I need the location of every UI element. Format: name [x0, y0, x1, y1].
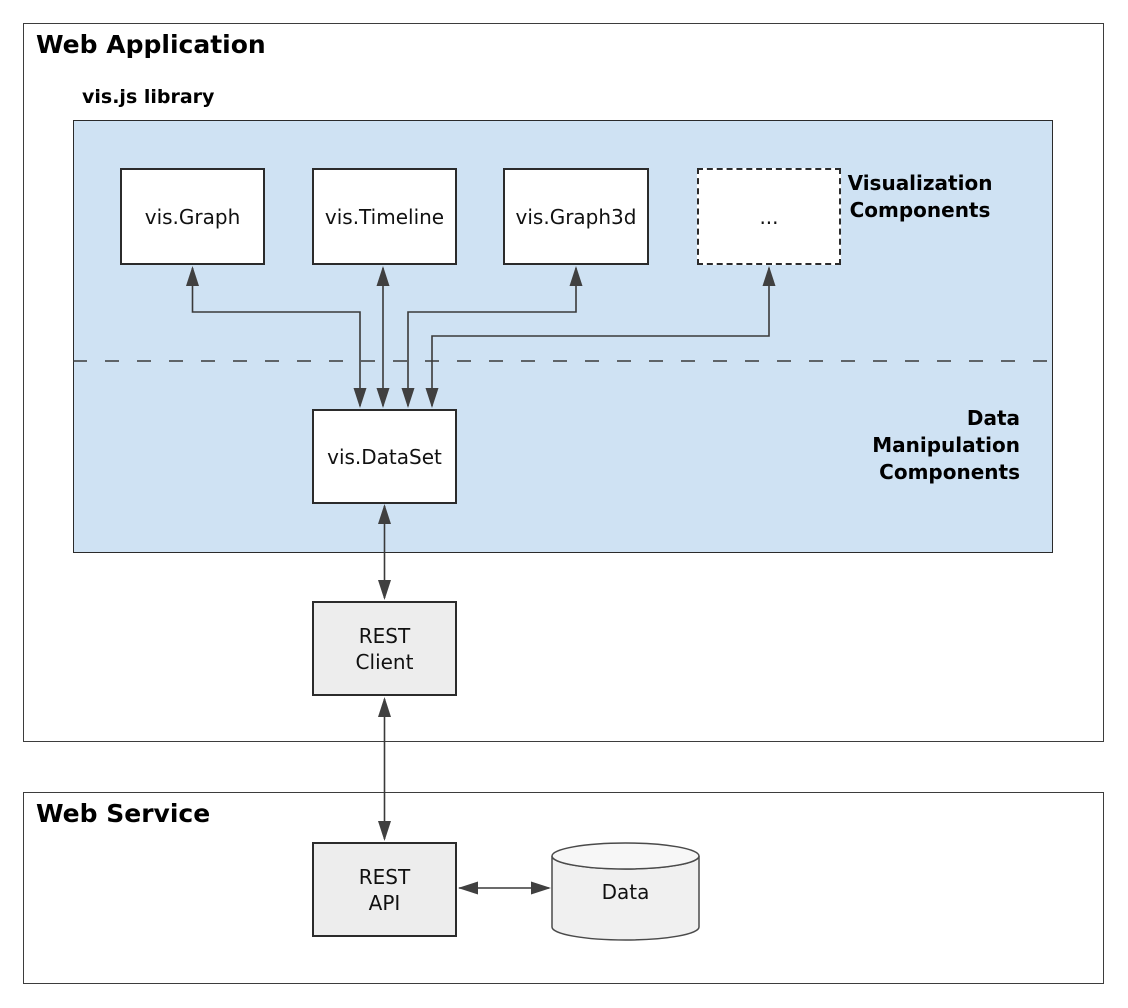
arrowhead-icon	[425, 388, 439, 408]
node-vis-graph3d: vis.Graph3d	[503, 168, 649, 265]
visualization-components-label: Visualization Components	[847, 171, 993, 222]
node-label: ...	[759, 204, 779, 229]
node-rest-client: REST Client	[312, 601, 457, 696]
arrowheads-group	[186, 266, 776, 895]
node-label: REST Client	[355, 623, 414, 674]
data-store-label: Data	[552, 843, 699, 940]
node-vis-graph: vis.Graph	[120, 168, 265, 265]
node-rest-api: REST API	[312, 842, 457, 937]
node-label: REST API	[358, 864, 411, 915]
web-service-container	[23, 792, 1104, 984]
connector-graph-to-dataset	[191, 268, 361, 406]
data-store-cylinder	[551, 842, 700, 941]
arrowhead-icon	[458, 881, 478, 895]
arrowhead-icon	[378, 580, 391, 600]
arrowhead-icon	[376, 388, 390, 408]
arrowhead-icon	[378, 697, 391, 717]
arrowhead-icon	[353, 388, 367, 408]
node-vis-dataset: vis.DataSet	[312, 409, 457, 504]
arrowhead-icon	[378, 504, 391, 524]
arrowhead-icon	[569, 266, 583, 286]
web-application-container	[23, 23, 1104, 742]
node-label: vis.Graph3d	[515, 204, 637, 229]
arrowhead-icon	[401, 388, 415, 408]
arrowhead-icon	[376, 266, 390, 286]
node-label: vis.DataSet	[327, 444, 442, 469]
connector-more-to-dataset	[431, 268, 770, 406]
arrowhead-icon	[762, 266, 776, 286]
data-manipulation-components-label: Data Manipulation Components	[872, 406, 1020, 484]
web-application-title: Web Application	[36, 30, 266, 59]
node-label: vis.Graph	[144, 204, 241, 229]
node-vis-timeline: vis.Timeline	[312, 168, 457, 265]
node-label: Data	[601, 879, 650, 904]
arrowhead-icon	[531, 881, 551, 895]
arrowhead-icon	[186, 266, 199, 286]
web-service-title: Web Service	[36, 799, 211, 828]
node-more-components: ...	[697, 168, 841, 265]
vis-library-title: vis.js library	[82, 86, 215, 108]
connector-graph3d-to-dataset	[407, 268, 577, 406]
arrowhead-icon	[378, 821, 391, 841]
node-label: vis.Timeline	[324, 204, 445, 229]
cylinder-top	[551, 842, 700, 870]
